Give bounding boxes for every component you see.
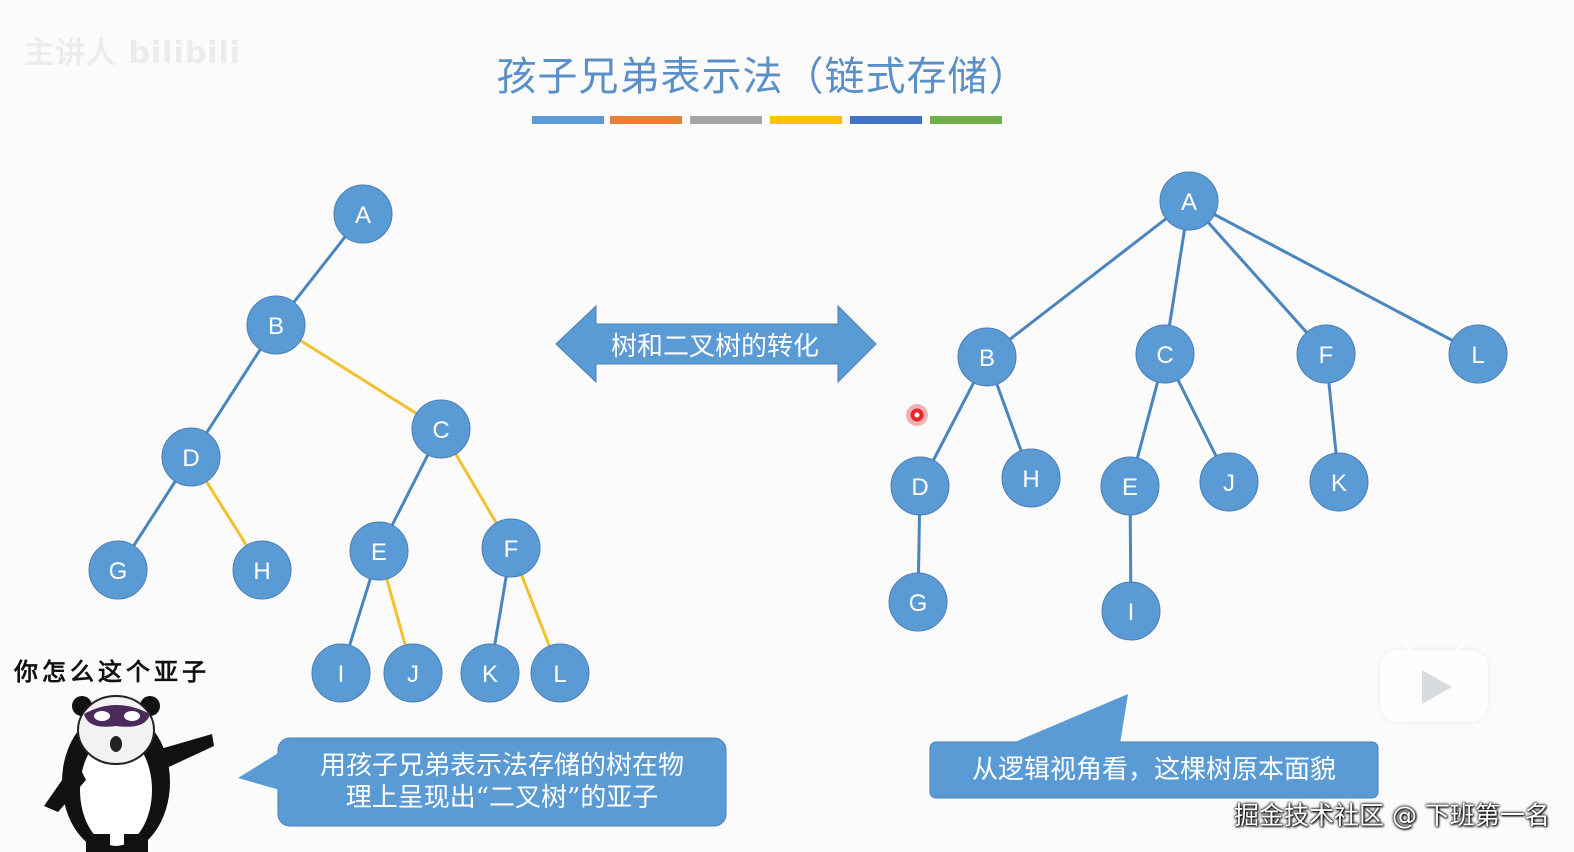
center-arrow-label: 树和二叉树的转化 (610, 332, 819, 362)
general-tree-node (1448, 324, 1508, 384)
binary-tree-node-label: A (355, 202, 371, 229)
binary-tree-node-label: K (482, 661, 498, 688)
slide-title: 孩子兄弟表示法（链式存储） (496, 54, 1030, 100)
general-tree-edge (1188, 199, 1479, 356)
binary-tree-node (530, 643, 590, 703)
binary-tree-node (349, 521, 409, 581)
right-callout-box (929, 741, 1379, 799)
general-tree-node-label: L (1471, 342, 1484, 369)
color-bar-segment (532, 116, 604, 124)
left-callout-line-2: 理上呈现出“二叉树”的亚子 (345, 783, 659, 813)
cursor-pointer-icon (906, 404, 928, 426)
general-tree-node-label: E (1122, 474, 1138, 501)
binary-tree-node-label: G (109, 558, 128, 585)
binary-tree-sibling-edge (275, 323, 442, 431)
binary-tree-node (460, 643, 520, 703)
general-tree-node-label: A (1181, 189, 1197, 216)
binary-tree-node (232, 540, 292, 600)
binary-tree-node-label: J (407, 661, 419, 688)
color-bar-segment (610, 116, 682, 124)
binary-tree-node (383, 643, 443, 703)
panda-meme-icon (44, 695, 214, 852)
bilibili-watermark: 主讲人 bilibili (24, 36, 242, 71)
general-tree-edge (986, 199, 1190, 359)
binary-tree-node-label: F (504, 536, 519, 563)
left-callout-line-1: 用孩子兄弟表示法存储的树在物 (319, 751, 684, 781)
color-bar-segment (850, 116, 922, 124)
binary-tree-node (311, 643, 371, 703)
general-tree-node (1296, 324, 1356, 384)
general-tree-node (1135, 324, 1195, 384)
general-tree-node-label: G (909, 590, 928, 617)
general-tree-node (1309, 452, 1369, 512)
color-bar-segment (690, 116, 762, 124)
general-tree-node-label: B (979, 345, 995, 372)
meme-caption: 你怎么这个亚子 (14, 658, 210, 686)
binary-tree-node (481, 518, 541, 578)
general-tree-node (1100, 456, 1160, 516)
binary-tree-node (246, 295, 306, 355)
general-tree-node (957, 327, 1017, 387)
general-tree-node-label: I (1128, 599, 1135, 626)
general-tree-node (890, 456, 950, 516)
general-tree-node-label: C (1156, 342, 1173, 369)
binary-tree-node-label: H (253, 558, 270, 585)
color-bar-segment (930, 116, 1002, 124)
play-button[interactable] (1380, 638, 1488, 722)
color-bar-segment (770, 116, 842, 124)
binary-tree-node (333, 184, 393, 244)
binary-tree-node-label: B (268, 313, 284, 340)
general-tree-node-label: D (911, 474, 928, 501)
binary-tree-node-label: D (182, 445, 199, 472)
binary-tree-node (161, 427, 221, 487)
binary-tree-node-label: C (432, 417, 449, 444)
double-arrow-shape (555, 304, 877, 384)
binary-tree-node-label: I (338, 661, 345, 688)
general-tree-node (1101, 581, 1161, 641)
general-tree-node (1001, 448, 1061, 508)
general-tree-node-label: J (1223, 470, 1235, 497)
binary-tree-node (411, 399, 471, 459)
juejin-watermark: 掘金技术社区 @ 下班第一名 (1234, 801, 1550, 830)
binary-tree-node (88, 540, 148, 600)
binary-tree-node-label: L (553, 661, 566, 688)
right-callout-text: 从逻辑视角看，这棵树原本面貌 (971, 755, 1336, 785)
general-tree-node (888, 572, 948, 632)
general-tree-node-label: F (1319, 342, 1334, 369)
general-tree-node (1159, 171, 1219, 231)
play-icon (1422, 670, 1452, 704)
general-tree-node (1199, 452, 1259, 512)
general-tree-node-label: H (1022, 466, 1039, 493)
left-callout-tail (238, 752, 280, 790)
right-callout-tail (1010, 694, 1128, 744)
left-callout-text: 用孩子兄弟表示法存储的树在物 理上呈现出“二叉树”的亚子 (284, 750, 720, 814)
general-tree-edge (1187, 199, 1328, 356)
general-tree-node-label: K (1331, 470, 1347, 497)
binary-tree-node-label: E (371, 539, 387, 566)
